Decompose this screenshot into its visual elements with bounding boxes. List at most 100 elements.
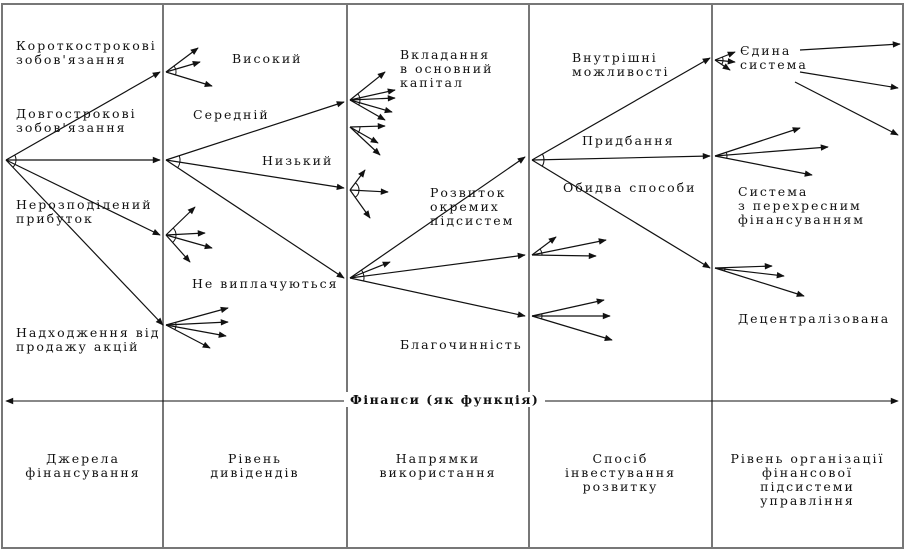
source-retained: Нерозподілений прибуток [16, 198, 153, 226]
arrow [349, 95, 396, 102]
usage-fixed-capital-line2: в основний [400, 61, 494, 76]
arrow [714, 51, 736, 61]
investment-internal-line1: Внутрішні [572, 50, 658, 65]
investment-acquisition: Придбання [582, 133, 675, 148]
footer-usage-line2: використання [379, 465, 497, 480]
source-shares-line2: продажу акцій [16, 339, 140, 354]
org-cross-line1: Система [738, 184, 809, 199]
usage-fixed-capital-line3: капітал [400, 75, 464, 90]
arrow [799, 41, 901, 51]
fan-arc [356, 126, 361, 135]
usage-subsystems-line1: Розвиток [430, 185, 507, 200]
arrow [165, 230, 206, 237]
source-short-term: Короткострокові зобов'язання [16, 39, 157, 67]
org-single: Єдина система [740, 44, 808, 72]
footer-sources-line2: фінансування [25, 465, 141, 480]
arrow [165, 159, 345, 279]
footer-organization-line1: Рівень організації [730, 451, 885, 466]
arrow [531, 152, 711, 161]
source-long-term-line2: зобов'язання [16, 120, 127, 135]
source-shares: Надходження від продажу акцій [16, 326, 160, 354]
arrow [714, 59, 731, 71]
footer-investment-line2: інвестування [564, 465, 677, 480]
arrow [5, 159, 164, 326]
arrow [531, 57, 711, 161]
arrow [531, 315, 613, 341]
fan-arc [541, 153, 545, 167]
source-retained-line2: прибуток [16, 211, 94, 226]
usage-subsystems-line2: окремих [430, 199, 500, 214]
usage-fixed-capital-line1: Вкладання [400, 47, 491, 62]
arrow [349, 277, 526, 318]
footer-dividends-line1: Рівень [228, 451, 282, 466]
arrow [165, 324, 211, 349]
investment-internal: Внутрішні можливості [572, 51, 670, 79]
arrow [165, 60, 201, 73]
arrow [349, 156, 526, 279]
arrow [349, 252, 526, 279]
footer-investment-line1: Спосіб [592, 451, 649, 466]
arrow [165, 101, 345, 161]
usage-fixed-capital: Вкладання в основний капітал [400, 48, 493, 90]
fan-arc [721, 56, 724, 65]
arrow [165, 206, 196, 236]
fan-arc [174, 322, 177, 330]
arrow [349, 88, 396, 101]
org-decentral: Децентралізована [738, 311, 891, 326]
footer-organization-line4: управління [760, 493, 855, 508]
arrow [165, 71, 213, 87]
source-short-term-line1: Короткострокові [16, 38, 157, 53]
footer-dividends-line2: дивідендів [210, 465, 300, 480]
arrow [799, 71, 899, 90]
arrow [165, 234, 191, 263]
usage-subsystems-line3: підсистем [430, 213, 515, 228]
source-shares-line1: Надходження від [16, 325, 161, 340]
outer-frame [1, 3, 904, 549]
org-single-line1: Єдина [740, 43, 792, 58]
arrow [531, 298, 605, 317]
arrow [714, 267, 805, 297]
arrow [349, 189, 371, 219]
footer-sources: Джерела фінансування [4, 452, 162, 480]
fan-arc [177, 155, 181, 169]
arrow [165, 234, 213, 250]
footer-organization-line2: фінансової [762, 465, 853, 480]
arrow [165, 47, 199, 73]
arrow [5, 159, 161, 236]
arrow [349, 169, 366, 191]
arc-group [12, 56, 728, 330]
arrow [531, 159, 711, 269]
investment-internal-line2: можливості [572, 64, 670, 79]
dividend-medium: Середній [193, 107, 270, 122]
arrow [349, 71, 386, 101]
org-cross: Система з перехресним фінансуванням [738, 185, 865, 227]
fan-arc [354, 182, 360, 198]
arrow [714, 144, 829, 157]
footer-organization-line3: підсистеми [760, 479, 855, 494]
footer-investment: Спосіб інвестування розвитку [530, 452, 711, 494]
arrow [349, 126, 379, 144]
fan-arc [173, 65, 177, 76]
org-cross-line2: з перехресним [738, 198, 862, 213]
arrow [714, 58, 736, 65]
footer-usage: Напрямки використання [348, 452, 528, 480]
arrow [165, 159, 345, 191]
arrow [714, 263, 773, 270]
source-long-term-line1: Довгострокові [16, 106, 137, 121]
arrow [165, 324, 227, 338]
org-cross-line3: фінансуванням [738, 212, 866, 227]
fan-arc [361, 269, 365, 282]
footer-usage-line1: Напрямки [395, 451, 481, 466]
usage-subsystems: Розвиток окремих підсистем [430, 186, 514, 228]
org-single-line2: система [740, 57, 808, 72]
arrow [349, 123, 386, 130]
fan-arc [725, 152, 728, 159]
arrow [714, 155, 813, 177]
arrow [349, 261, 391, 279]
investment-both: Обидва способи [563, 180, 697, 195]
usage-charity: Благочинність [400, 337, 523, 352]
dividend-low: Низький [262, 153, 334, 168]
fan-arc [539, 248, 543, 256]
